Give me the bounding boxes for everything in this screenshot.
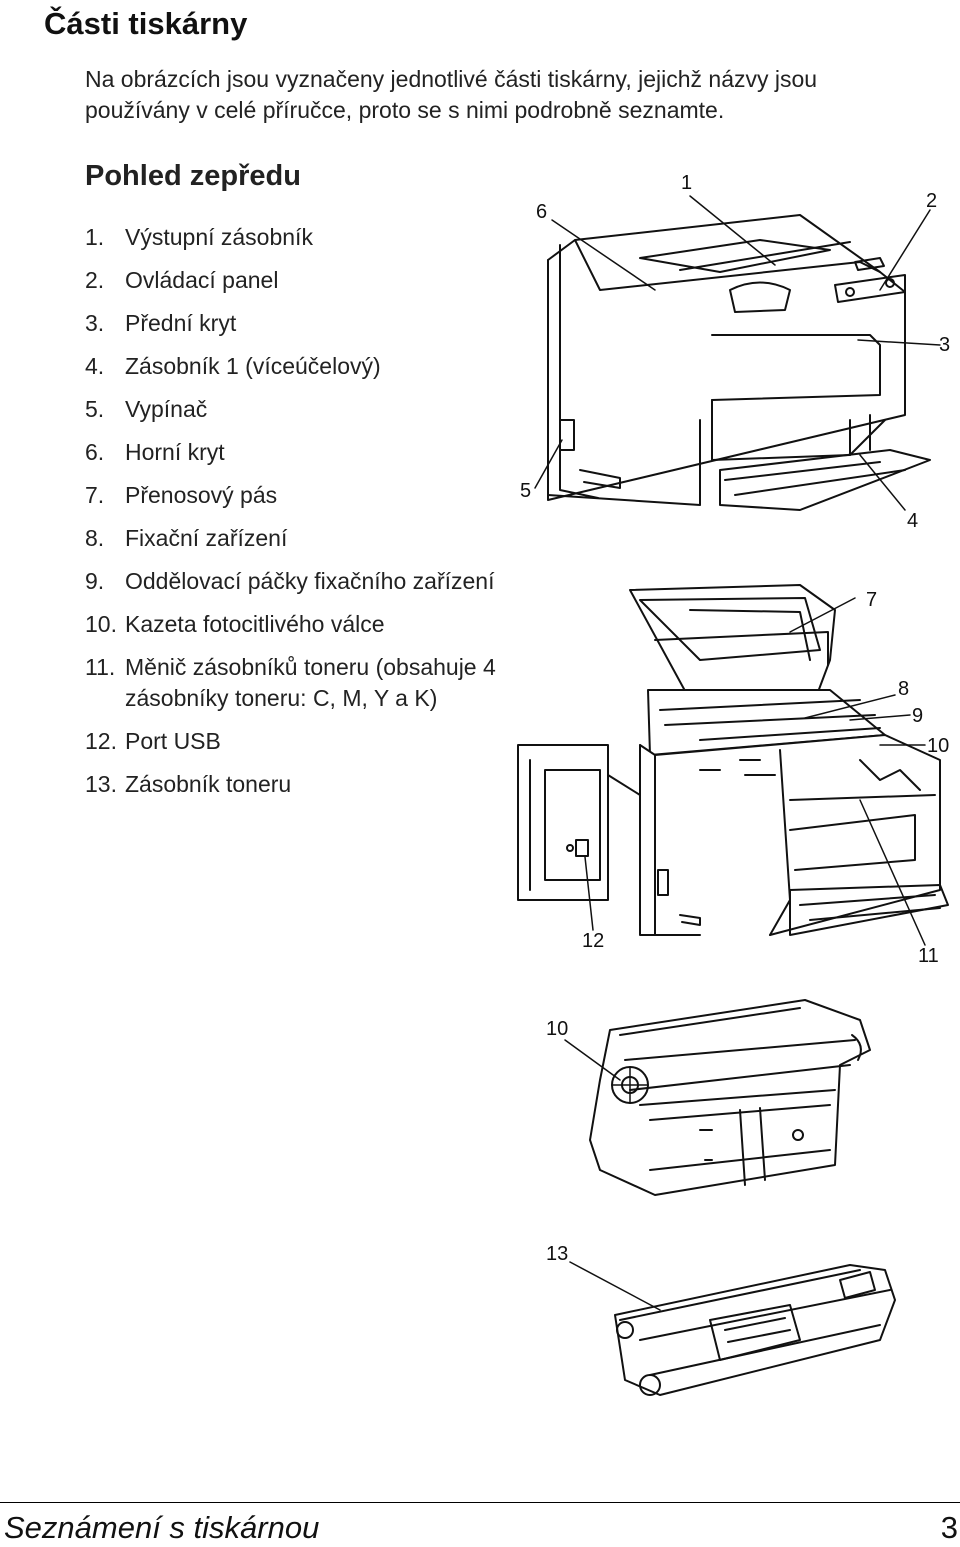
item-label: Horní kryt <box>125 439 225 465</box>
parts-list: 1. Výstupní zásobník 2. Ovládací panel 3. P… <box>85 222 505 812</box>
callout-7: 7 <box>866 589 878 611</box>
item-number: 5. <box>85 396 105 422</box>
callout-lines-open <box>789 597 926 946</box>
item-number: 4. <box>85 353 105 379</box>
toner-cartridge-illustration <box>614 1264 896 1396</box>
list-item: 2. Ovládací panel <box>85 265 505 296</box>
usb-port-inset <box>517 744 641 931</box>
list-item: 12. Port USB <box>85 726 505 757</box>
item-label: Přední kryt <box>125 310 237 336</box>
callout-11: 11 <box>918 945 939 967</box>
callout-9: 9 <box>912 705 924 727</box>
item-label: Zásobník 1 (víceúčelový) <box>125 353 381 379</box>
callout-10: 10 <box>927 735 950 757</box>
callout-12: 12 <box>582 930 605 952</box>
section-title: Pohled zepředu <box>85 160 301 192</box>
item-label: Ovládací panel <box>125 267 279 293</box>
list-item: 8. Fixační zařízení <box>85 523 505 554</box>
item-number: 12. <box>85 728 117 754</box>
item-number: 11. <box>85 654 116 680</box>
intro-paragraph: Na obrázcích jsou vyznačeny jednotlivé č… <box>85 66 818 123</box>
item-label: Přenosový pás <box>125 482 278 508</box>
callout-3: 3 <box>939 334 951 356</box>
callout-lines-front <box>534 195 941 511</box>
printer-open-illustration <box>629 584 949 936</box>
item-label: Vypínač <box>125 396 208 422</box>
callout-8: 8 <box>898 678 910 700</box>
item-number: 2. <box>85 267 105 293</box>
list-item: 1. Výstupní zásobník <box>85 222 505 253</box>
list-item: 4. Zásobník 1 (víceúčelový) <box>85 351 505 382</box>
callout-2: 2 <box>926 190 938 212</box>
callout-line-drum <box>564 1039 621 1081</box>
printer-front-illustration <box>547 214 931 511</box>
item-number: 1. <box>85 224 105 250</box>
callout-5: 5 <box>520 480 532 502</box>
item-number: 7. <box>85 482 105 508</box>
printer-illustrations <box>517 195 949 1396</box>
list-item: 11. Měnič zásobníků toneru (obsahuje 4 zá… <box>85 652 505 714</box>
item-number: 8. <box>85 525 105 551</box>
callout-4: 4 <box>907 510 919 532</box>
item-label: Fixační zařízení <box>125 525 288 551</box>
item-label: Měnič zásobníků toneru (obsahuje 4 zásob… <box>125 654 496 711</box>
item-label: Výstupní zásobník <box>125 224 313 250</box>
callout-1: 1 <box>681 172 693 194</box>
callout-line-toner <box>569 1261 661 1311</box>
callout-13: 13 <box>546 1243 569 1265</box>
list-item: 7. Přenosový pás <box>85 480 505 511</box>
item-label: Kazeta fotocitlivého válce <box>125 611 385 637</box>
list-item: 13. Zásobník toneru <box>85 769 505 800</box>
list-item: 10. Kazeta fotocitlivého válce <box>85 609 505 640</box>
callout-10-drum: 10 <box>546 1018 569 1040</box>
footer-title: Seznámení s tiskárnou <box>4 1510 320 1545</box>
item-label: Port USB <box>125 728 221 754</box>
item-label: Zásobník toneru <box>125 771 292 797</box>
item-number: 9. <box>85 568 105 594</box>
page-number: 3 <box>940 1510 958 1545</box>
list-item: 5. Vypínač <box>85 394 505 425</box>
item-number: 3. <box>85 310 105 336</box>
list-item: 3. Přední kryt <box>85 308 505 339</box>
item-number: 10. <box>85 611 117 637</box>
page-title: Části tiskárny <box>44 6 248 41</box>
list-item: 6. Horní kryt <box>85 437 505 468</box>
callout-6: 6 <box>536 201 548 223</box>
drum-cartridge-illustration <box>589 999 871 1196</box>
item-number: 6. <box>85 439 105 465</box>
list-item: 9. Oddělovací páčky fixačního zařízení <box>85 566 505 597</box>
item-number: 13. <box>85 771 117 797</box>
item-label: Oddělovací páčky fixačního zařízení <box>125 568 495 594</box>
footer-divider <box>0 1502 960 1503</box>
